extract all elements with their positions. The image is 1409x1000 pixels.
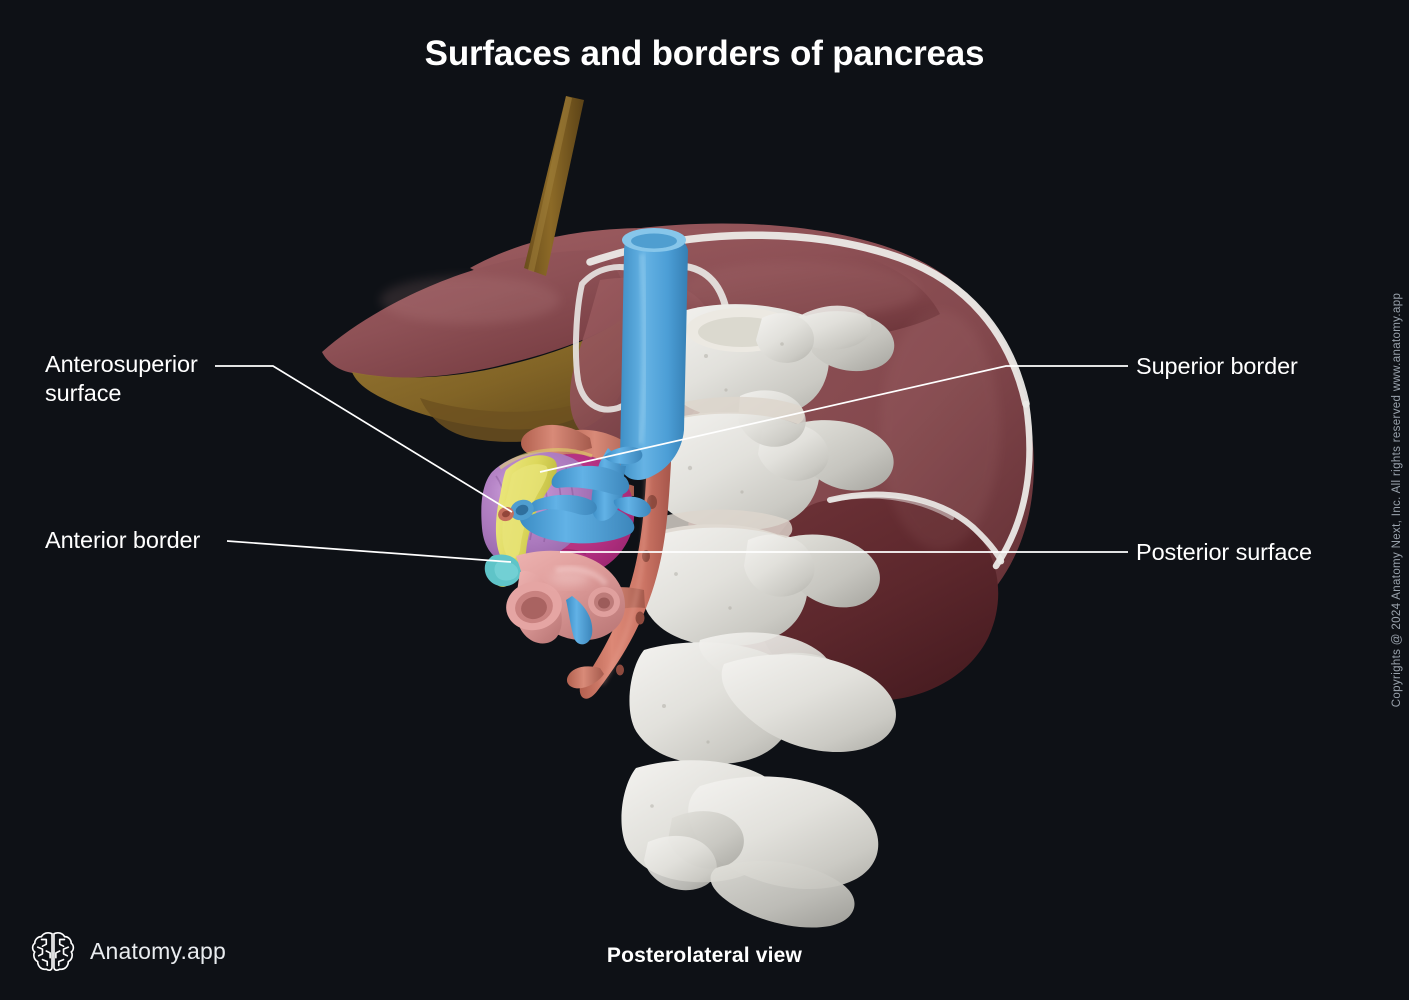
disc-L2-L3: [658, 509, 793, 538]
vein-branch-2: [528, 494, 597, 516]
L5-spinous-process: [688, 776, 879, 890]
copyright-notice: Copyrights @ 2024 Anatomy Next, Inc. All…: [1391, 292, 1403, 708]
leader-anterosuperior-surface: [215, 365, 513, 513]
duodenum: [506, 550, 626, 644]
liver-highlight-1: [680, 262, 920, 318]
label-posterior-surface: Posterior surface: [1136, 539, 1312, 565]
label-superior-border: Superior border: [1136, 353, 1298, 379]
splenic-portal-veins: [498, 446, 651, 544]
L5-inferior-spinous: [710, 861, 855, 928]
L4-spinous-process: [721, 654, 896, 753]
vein-branch-right: [613, 496, 651, 518]
coronary-ligament-right: [992, 400, 1033, 570]
pancreas-superior-border: [498, 448, 593, 470]
leader-anterior-border: [226, 540, 512, 563]
leader-lines: [215, 365, 1128, 563]
page-title: Surfaces and borders of pancreas: [424, 34, 985, 73]
view-caption: Posterolateral view: [606, 944, 803, 967]
liver-highlight-2: [880, 310, 1000, 550]
label-anterior-border: Anterior border: [45, 527, 201, 553]
superior-mesenteric-vein: [551, 465, 630, 495]
liver-highlight-3: [380, 276, 560, 324]
ligament-accent: [830, 494, 954, 520]
L5-process-lower: [644, 835, 717, 891]
hepatic-artery: [521, 424, 592, 457]
brain-icon: [31, 931, 75, 972]
leader-superior-border: [539, 365, 1128, 473]
falciform-ligament: [524, 96, 584, 276]
brand-logo: Anatomy.app: [30, 928, 226, 974]
vessel-under-duodenum: [566, 596, 593, 645]
label-anterosuperior-surface: Anterosuperior surface: [45, 351, 198, 406]
brand-label: Anatomy.app: [90, 937, 227, 964]
L1-articular-process: [756, 313, 814, 363]
disc-L1-L2: [670, 396, 805, 424]
bone-speckles: [650, 342, 784, 808]
aorta-branch-left-3: [566, 666, 604, 689]
